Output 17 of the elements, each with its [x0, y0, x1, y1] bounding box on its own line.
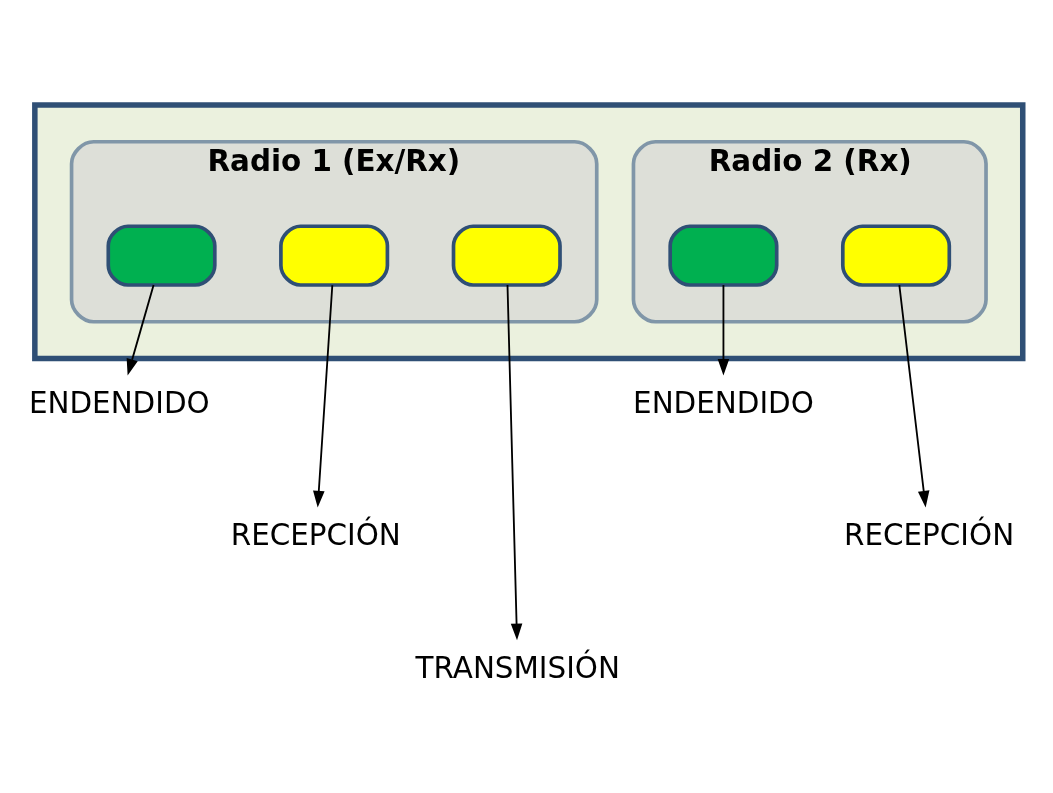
node-box — [451, 223, 562, 287]
node-box — [106, 223, 217, 287]
cluster: Radio 2 (Rx) — [631, 139, 988, 324]
arrow — [898, 283, 930, 507]
node-box — [840, 223, 952, 287]
cluster: Radio 1 (Ex/Rx) — [69, 139, 599, 324]
node-text: RECEPCIÓN — [230, 517, 401, 552]
arrow — [313, 283, 334, 507]
arrow — [126, 283, 155, 375]
arrow — [506, 283, 523, 640]
node-box — [279, 223, 390, 287]
arrow — [717, 283, 730, 376]
node-text: RECEPCIÓN — [844, 517, 1015, 552]
node-text: ENDENDIDO — [28, 385, 210, 420]
node-text: TRANSMISIÓN — [415, 650, 620, 685]
node-box — [668, 223, 779, 287]
node-text: ENDENDIDO — [633, 385, 814, 420]
